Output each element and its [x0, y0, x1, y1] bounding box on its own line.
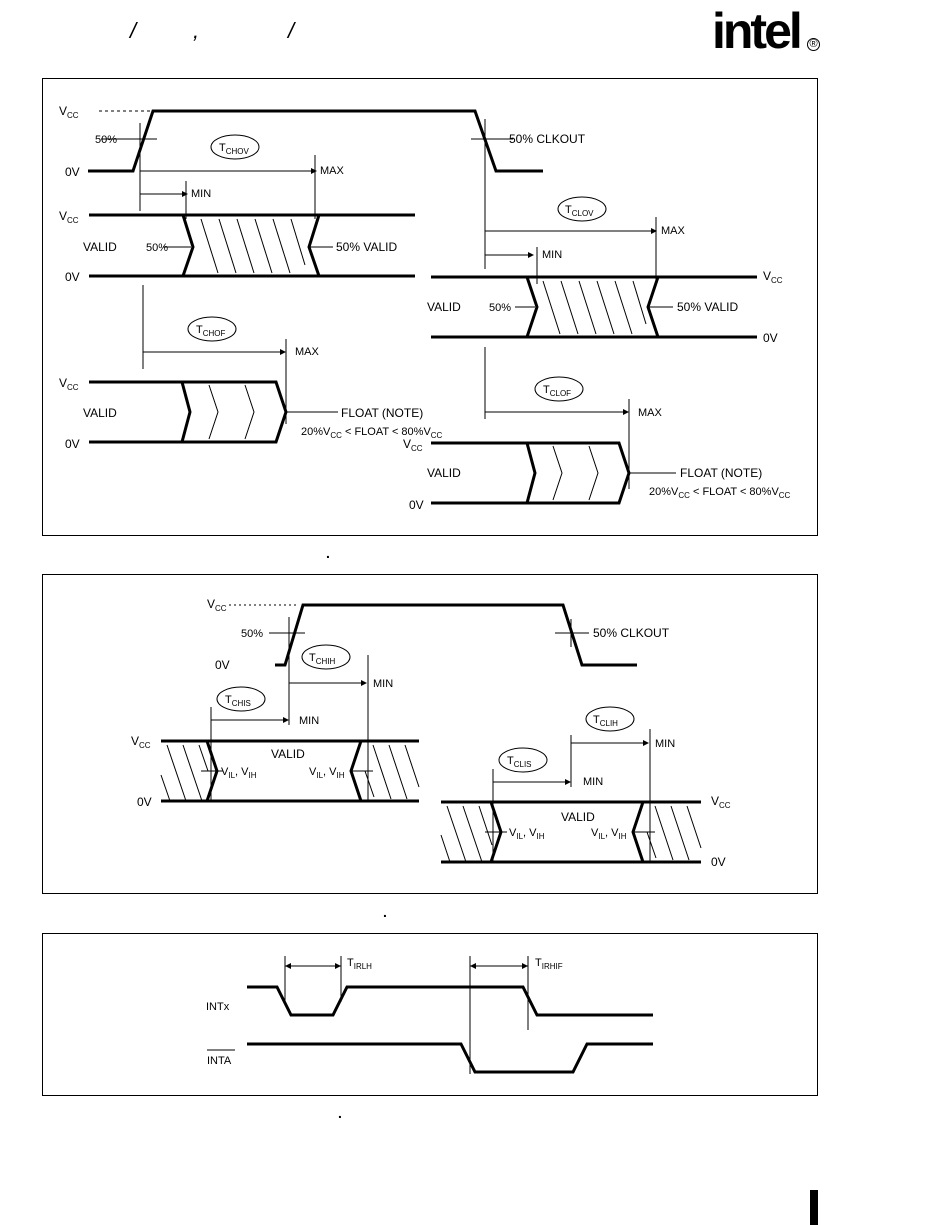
p2-tchis-label: TCHIS — [225, 694, 251, 708]
p1-tclov-max: MAX — [661, 225, 686, 237]
clkout-output-timing-panel: VCC 0V 50% 50% CLKOUT TCHOV MAX MIN VCC … — [42, 78, 818, 536]
p1-bus1-valid-left: VALID — [83, 240, 117, 254]
p2-bus2-valid: VALID — [561, 810, 595, 824]
p2-bus2-vil-vih-left: VIL, VIH — [509, 827, 545, 841]
p1-float1-0v: 0V — [65, 437, 80, 451]
p2-bus1-0v: 0V — [137, 795, 152, 809]
p1-bus2-valid-right: 50% VALID — [677, 300, 738, 314]
p1-float1-range: 20%VCC < FLOAT < 80%VCC — [301, 426, 443, 440]
p2-vcc-label: VCC — [207, 597, 227, 613]
caption-2: . — [383, 904, 387, 920]
p2-0v-label: 0V — [215, 658, 230, 672]
p1-float2-note: FLOAT (NOTE) — [680, 466, 762, 480]
p2-tclih-min: MIN — [655, 738, 675, 750]
p3-inta-label: INTA — [207, 1055, 232, 1067]
p2-tchih-label: TCHIH — [309, 652, 336, 666]
p1-tchov-min: MIN — [191, 188, 211, 200]
p1-tchov-label: TCHOV — [219, 142, 250, 156]
p2-tclis-min: MIN — [583, 776, 603, 788]
p2-tclis-label: TCLIS — [507, 755, 532, 769]
p1-tchof-max: MAX — [295, 346, 320, 358]
p3-intx-label: INTx — [206, 1001, 230, 1013]
p2-tclih-label: TCLIH — [593, 714, 618, 728]
p1-float1-valid: VALID — [83, 406, 117, 420]
p1-zero-v-label: 0V — [65, 165, 80, 179]
p2-50pct-label: 50% — [241, 628, 263, 640]
p1-clkout-label: 50% CLKOUT — [509, 132, 586, 146]
p2-bus1-vil-vih-left: VIL, VIH — [221, 766, 257, 780]
caption-3: . — [338, 1105, 342, 1121]
p1-float2-vcc: VCC — [403, 437, 423, 453]
p3-tirhif-label: TIRHIF — [535, 957, 563, 971]
interrupt-timing-diagram: TIRLH TIRHIF INTx INTA — [206, 956, 653, 1074]
p2-bus1-vil-vih-right: VIL, VIH — [309, 766, 345, 780]
registered-mark-icon: ® — [807, 38, 820, 51]
p1-tclof-max: MAX — [638, 407, 663, 419]
p1-bus1-50pct-left: 50% — [146, 242, 168, 254]
p2-clkout-label: 50% CLKOUT — [593, 626, 670, 640]
header-slash-1: / — [130, 18, 137, 43]
p1-bus2-vcc: VCC — [763, 269, 783, 285]
p2-tchih-min: MIN — [373, 678, 393, 690]
p2-tchis-min: MIN — [299, 715, 319, 727]
p1-bus2-valid-left: VALID — [427, 300, 461, 314]
p3-tirlh-label: TIRLH — [347, 957, 372, 971]
page-edge-bar — [810, 1190, 818, 1225]
p2-bus1-valid: VALID — [271, 747, 305, 761]
p1-bus2-50pct-left: 50% — [489, 302, 511, 314]
p2-bus2-vil-vih-right: VIL, VIH — [591, 827, 627, 841]
p2-bus2-0v: 0V — [711, 855, 726, 869]
p1-50pct-label: 50% — [95, 134, 117, 146]
p1-tclof-label: TCLOF — [543, 384, 571, 398]
p1-bus1-valid-right: 50% VALID — [336, 240, 397, 254]
clkout-output-timing-diagram: VCC 0V 50% 50% CLKOUT TCHOV MAX MIN VCC … — [59, 104, 791, 512]
p1-tclov-min: MIN — [542, 249, 562, 261]
clkout-input-timing-panel: VCC 50% 0V 50% CLKOUT TCHIH MIN TCHIS MI… — [42, 574, 818, 894]
p1-tchov-max: MAX — [320, 165, 345, 177]
intel-logo: intel — [712, 3, 803, 59]
p1-float2-0v: 0V — [409, 498, 424, 512]
p1-bus1-vcc: VCC — [59, 209, 79, 225]
clkout-input-timing-diagram: VCC 50% 0V 50% CLKOUT TCHIH MIN TCHIS MI… — [131, 597, 731, 869]
header-comma: , — [193, 18, 200, 43]
p1-float1-vcc: VCC — [59, 376, 79, 392]
p1-float2-valid: VALID — [427, 466, 461, 480]
p2-bus2-vcc: VCC — [711, 794, 731, 810]
header-slash-2: / — [288, 18, 295, 43]
p1-float1-note: FLOAT (NOTE) — [341, 406, 423, 420]
p1-tclov-label: TCLOV — [565, 204, 594, 218]
p1-bus2-0v: 0V — [763, 331, 778, 345]
p2-bus1-vcc: VCC — [131, 734, 151, 750]
p1-bus1-0v: 0V — [65, 270, 80, 284]
caption-1: . — [326, 545, 330, 561]
p1-tchof-label: TCHOF — [196, 324, 226, 338]
p1-vcc-label: VCC — [59, 104, 79, 120]
interrupt-timing-panel: TIRLH TIRHIF INTx INTA — [42, 933, 818, 1096]
p1-float2-range: 20%VCC < FLOAT < 80%VCC — [649, 486, 791, 500]
